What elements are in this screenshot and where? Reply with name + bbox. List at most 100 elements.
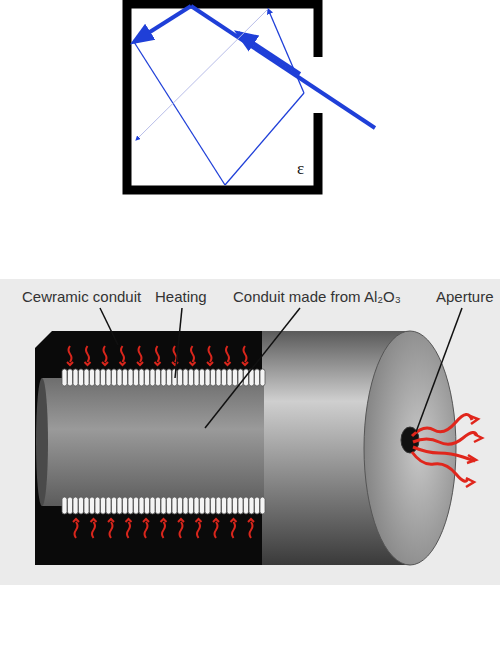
heat-squiggle: [145, 522, 148, 538]
coil-turn: [205, 369, 210, 386]
coil-turn: [211, 369, 216, 386]
heat-squiggle: [69, 346, 72, 362]
heat-head: [213, 519, 219, 522]
part-label: Heating: [155, 288, 207, 306]
panel-ground: [0, 279, 500, 585]
coil-turn: [216, 369, 221, 386]
part-label: Cewramic conduit: [22, 288, 141, 306]
coil-turn: [161, 369, 166, 386]
coil-turn: [117, 497, 122, 514]
coil-turn: [134, 497, 139, 514]
coil-turn: [189, 497, 194, 514]
coil-turn: [128, 369, 133, 386]
heat-head: [102, 362, 108, 365]
coil-turn: [139, 369, 144, 386]
coil-turn: [227, 497, 232, 514]
coil-turn: [260, 497, 265, 514]
heat-head: [85, 362, 91, 365]
heat-squiggle: [232, 522, 235, 538]
coil-turn: [90, 497, 95, 514]
coil-turn: [79, 369, 84, 386]
heat-head: [231, 519, 237, 522]
heat-squiggle: [209, 346, 212, 362]
coil-turn: [112, 369, 117, 386]
coil-turn: [233, 369, 238, 386]
heat-squiggle: [75, 522, 78, 538]
coil-turn: [194, 369, 199, 386]
heat-head: [137, 362, 143, 365]
heat-squiggle: [180, 522, 183, 538]
coil-turn: [90, 369, 95, 386]
coil-turn: [117, 369, 122, 386]
heat-head: [178, 519, 184, 522]
heat-head: [120, 362, 126, 365]
coil-turn: [145, 369, 150, 386]
coil-turn: [101, 369, 106, 386]
coil-turn: [183, 369, 188, 386]
coil-turn: [222, 369, 227, 386]
coil-turn: [156, 497, 161, 514]
coil-turn: [183, 497, 188, 514]
heat-head: [108, 519, 114, 522]
coil-turn: [255, 497, 260, 514]
heat-head: [190, 362, 196, 365]
part-label: Aperture: [436, 288, 494, 306]
coil-turn: [172, 497, 177, 514]
heat-squiggle: [197, 522, 200, 538]
heat-squiggle: [215, 522, 218, 538]
coil-turn: [244, 497, 249, 514]
part-label: Conduit made from Al₂O₃: [233, 288, 401, 306]
coil-turn: [139, 497, 144, 514]
coil-turn: [205, 497, 210, 514]
coil-turn: [189, 369, 194, 386]
coil-turn: [200, 369, 205, 386]
heat-arrows: [67, 346, 254, 538]
coil-turn: [145, 497, 150, 514]
heat-squiggle: [92, 522, 95, 538]
heat-squiggle: [174, 346, 177, 362]
coil-turn: [106, 497, 111, 514]
coil-turn: [84, 369, 89, 386]
coil-turn: [134, 369, 139, 386]
coil-turn: [200, 497, 205, 514]
heat-squiggle: [86, 346, 89, 362]
coil-turn: [95, 369, 100, 386]
coil-turn: [150, 497, 155, 514]
coil-turn: [255, 369, 260, 386]
heat-head: [155, 362, 161, 365]
heat-head: [242, 362, 248, 365]
coil-turn: [156, 369, 161, 386]
leader-lines: [100, 308, 462, 432]
coil-turn: [216, 497, 221, 514]
coil-turn: [106, 369, 111, 386]
heat-squiggle: [121, 346, 124, 362]
coil-turn: [249, 497, 254, 514]
coil-turn: [233, 497, 238, 514]
radiation-arrows: [412, 414, 482, 487]
heat-squiggle: [244, 346, 247, 362]
coil-turn: [167, 369, 172, 386]
heat-head: [126, 519, 132, 522]
cavity: [127, 4, 318, 190]
coil-turn: [95, 497, 100, 514]
coil-turn: [260, 369, 265, 386]
coil-turn: [167, 497, 172, 514]
light-rays: [134, 6, 375, 185]
coil-turn: [112, 497, 117, 514]
coil-turn: [123, 497, 128, 514]
heat-squiggle: [250, 522, 253, 538]
coil-turn: [73, 497, 78, 514]
coil-turn: [79, 497, 84, 514]
heat-head: [207, 362, 213, 365]
coil-turn: [211, 497, 216, 514]
heat-head: [225, 362, 231, 365]
coil-turn: [84, 497, 89, 514]
emissivity-symbol: ε: [297, 160, 304, 178]
coil-turn: [62, 369, 67, 386]
heat-squiggle: [162, 522, 165, 538]
heat-squiggle: [104, 346, 107, 362]
coil-turn: [68, 369, 73, 386]
coil-turn: [227, 369, 232, 386]
